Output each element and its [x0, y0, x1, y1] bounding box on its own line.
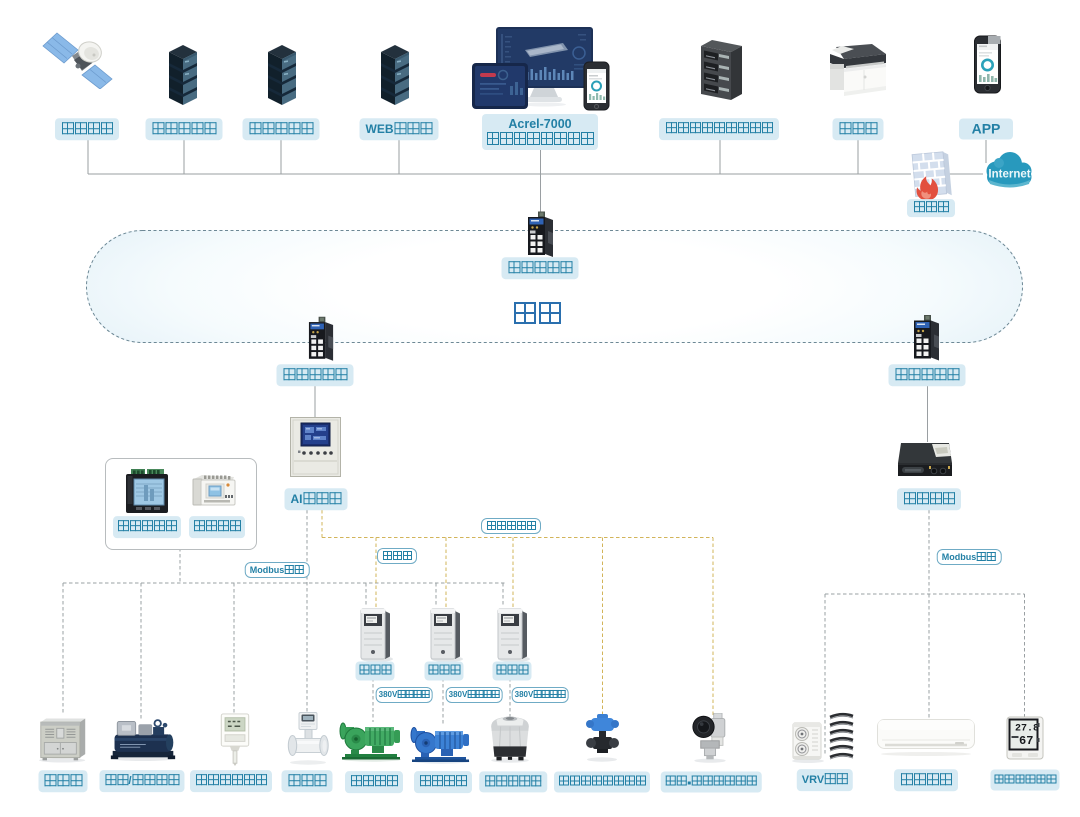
svg-text:67: 67 [1019, 734, 1033, 748]
svg-text:27.8: 27.8 [1015, 724, 1039, 735]
svg-text:Internet: Internet [988, 169, 1030, 181]
